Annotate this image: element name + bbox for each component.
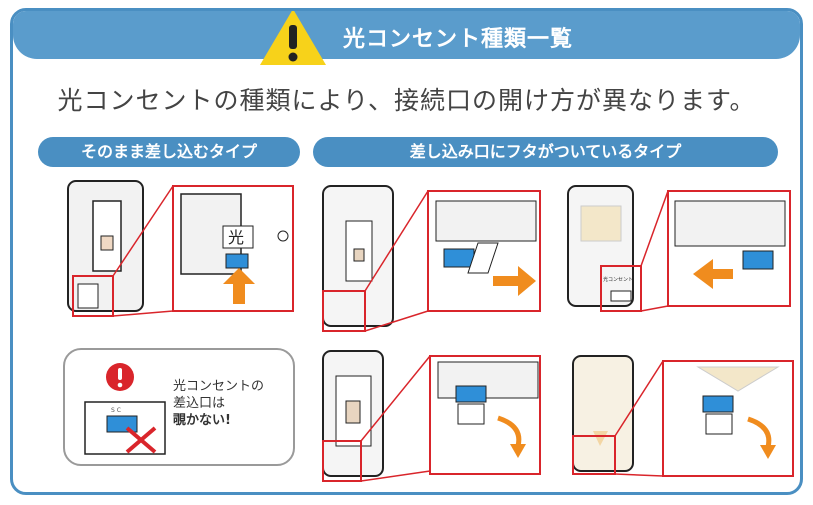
lid-flip-illustration-1 [322,350,541,482]
lid-slide-illustration-1 [322,185,541,332]
direct-outlet-illustration: 光 [67,180,294,317]
exclamation-icon [106,363,134,391]
outlet-glyph: 光 [228,228,244,247]
callout-line-3: 覗かない! [173,413,231,428]
small-label-2: S C [111,407,121,414]
subtitle: 光コンセントの種類により、接続口の開け方が異なります。 [57,86,756,115]
caution-callout: S C 光コンセントの 差込口は 覗かない! [63,348,295,466]
connector-warning-graphic: S C [84,401,166,455]
panel-frame: 光コンセント種類一覧 光コンセントの種類により、接続口の開け方が異なります。 そ… [10,8,803,495]
callout-line-2: 差込口は [173,396,226,411]
section-label-direct: そのまま差し込むタイプ [38,137,300,167]
header-bar: 光コンセント種類一覧 [13,11,800,59]
callout-text: 光コンセントの 差込口は 覗かない! [173,378,264,429]
small-label-1: 光コンセント [603,276,633,283]
lid-slide-illustration-2: 光コンセント [567,185,791,312]
warning-triangle-icon [260,11,326,65]
lid-flip-illustration-2 [572,355,794,477]
callout-line-1: 光コンセントの [173,379,265,394]
x-mark-icon [125,426,157,454]
section-label-lid: 差し込み口にフタがついているタイプ [313,137,778,167]
page-title: 光コンセント種類一覧 [343,27,574,52]
